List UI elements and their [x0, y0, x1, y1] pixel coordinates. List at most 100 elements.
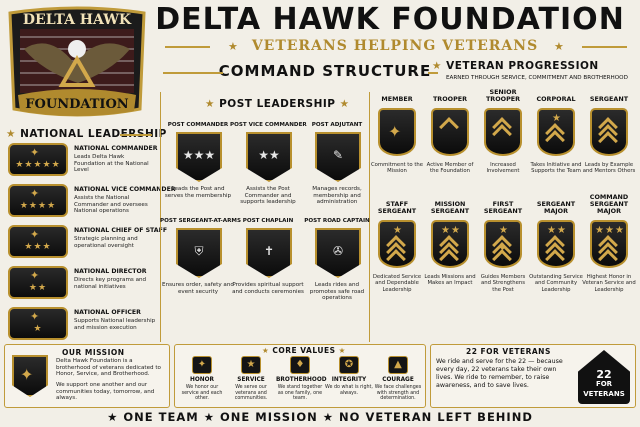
post-title: POST ADJUTANT [311, 122, 363, 128]
three-star-icon: ★★★ [182, 148, 216, 162]
star-icon: ★★★★★ [15, 160, 61, 170]
national-leadership-heading: ★ NATIONAL LEADERSHIP [6, 128, 167, 140]
star-icon: ★ [552, 113, 561, 124]
star-icon: ★★★ [24, 242, 52, 252]
rank-insignia [590, 108, 628, 156]
value-title: SERVICE [237, 377, 265, 383]
post-title: POST ROAD CAPTAIN [304, 218, 370, 224]
post-title: POST COMMANDER [167, 122, 229, 128]
rule [163, 72, 223, 74]
value-title: HONOR [189, 377, 215, 383]
eagle-logo-icon [8, 6, 146, 117]
core-values-heading: ★ CORE VALUES ★ [262, 346, 346, 355]
post-title: POST VICE COMMANDER [230, 122, 307, 128]
value-title: INTEGRITY [331, 377, 367, 383]
post-desc: Ensures order, safety and event security [162, 282, 234, 295]
star-icon: ★ [615, 225, 624, 236]
national-rank-title: NATIONAL DIRECTOR [74, 268, 147, 275]
badge-word: VETERANS [583, 390, 625, 398]
badge-for: FOR [595, 380, 613, 388]
rank-badge: ✦★★★★★ [8, 143, 68, 176]
shield-icon: ⛨ [194, 244, 204, 258]
eagle-icon: ✦ [20, 365, 34, 384]
rank-desc: Guides Members and Strengthens the Post [480, 274, 526, 293]
eagle-icon: ✦ [30, 310, 40, 323]
rank-badge: ✦★★ [8, 266, 68, 299]
national-rank-desc: Supports National leadership and mission… [74, 318, 156, 331]
mission-text-2: We support one another and our communiti… [56, 382, 155, 402]
post-desc: Leads the Post and serves the membership [164, 186, 232, 199]
badge-number: 22 [596, 368, 612, 381]
core-values-box [174, 344, 426, 408]
rank-title: MEMBER [381, 95, 413, 103]
star-icon: ★ [499, 225, 508, 236]
star-icon: ★ [33, 324, 43, 334]
rank-title: TROOPER [432, 95, 468, 103]
rule [428, 72, 438, 74]
logo-bottom-text: FOUNDATION [25, 97, 129, 112]
rank-title: SERGEANT [589, 95, 629, 103]
rank-desc: Increased Involvement [486, 162, 520, 175]
star-icon: ★ [595, 225, 604, 236]
title-rule-right [582, 46, 627, 48]
star-icon: ★ [554, 40, 564, 53]
post-leadership-panel [160, 92, 370, 342]
value-desc: We face challenges with strength and det… [374, 385, 422, 402]
rank-insignia: ★◆ [484, 220, 522, 269]
national-rank-desc: Strategic planning and operational overs… [74, 236, 138, 249]
eagle-icon: ✦ [192, 356, 212, 374]
star-icon: ★ [339, 98, 350, 110]
eagle-icon: ✦ [388, 122, 402, 141]
rank-insignia: ★★ [537, 220, 575, 269]
page-subtitle: VETERANS HELPING VETERANS [251, 38, 539, 54]
post-heading-text: POST LEADERSHIP [219, 98, 336, 110]
scroll-quill-icon: ✎ [332, 148, 344, 162]
rank-insignia: ★ [378, 220, 416, 269]
logo-top-text: DELTA HAWK [22, 12, 132, 28]
national-rank-desc: Directs key programs and national initia… [74, 277, 147, 290]
title-rule-left [165, 46, 210, 48]
mission-text: Delta Hawk Foundation is a brotherhood o… [56, 358, 161, 378]
value-title: BROTHERHOOD [276, 377, 327, 383]
progression-heading-text: VETERAN PROGRESSION [446, 60, 599, 72]
star-icon: ★ [228, 40, 238, 53]
mission-heading: OUR MISSION [62, 348, 125, 357]
star-icon: ★★★★ [19, 201, 57, 211]
chevron-icon [439, 117, 459, 137]
medal-icon: ✪ [339, 356, 359, 374]
twenty-two-heading: 22 FOR VETERANS [466, 347, 551, 356]
star-icon: ★ [205, 98, 215, 110]
command-structure-heading: COMMAND STRUCTURE [218, 62, 432, 80]
star-icon: ★ [557, 225, 566, 236]
rank-badge: ✦★ [8, 307, 68, 340]
national-rank-title: NATIONAL CHIEF OF STAFF [74, 227, 168, 234]
value-desc: We do what is right, always. [325, 385, 373, 396]
eagle-icon: ✦ [30, 228, 40, 241]
winged-wheel-icon: ✇ [332, 244, 344, 258]
rank-insignia: ★★ [431, 220, 469, 269]
cross-icon: ✝ [263, 244, 275, 258]
rank-insignia: ✦ [378, 108, 416, 156]
rank-title: CORPORAL [536, 95, 576, 103]
page-title: DELTA HAWK FOUNDATION [155, 2, 625, 37]
rank-badge: ✦★★★ [8, 225, 68, 258]
rank-desc: Outstanding Service and Community Leader… [529, 274, 583, 293]
rank-desc: Leads Missions and Makes an Impact [424, 274, 476, 287]
core-values-heading-text: CORE VALUES [272, 346, 336, 355]
post-desc: Assists the Post Commander and supports … [240, 186, 296, 206]
national-heading-text: NATIONAL LEADERSHIP [20, 128, 167, 140]
rank-title: MISSION SERGEANT [430, 200, 470, 216]
star-icon: ★ [451, 225, 460, 236]
post-title: POST CHAPLAIN [242, 218, 294, 224]
rank-title: SENIOR TROOPER [485, 88, 521, 104]
rank-desc: Dedicated Service and Dependable Leaders… [372, 274, 422, 293]
star-icon: ★ [6, 128, 16, 140]
veteran-progression-heading: ★ VETERAN PROGRESSION [432, 60, 599, 72]
eagle-icon: ✦ [30, 146, 40, 159]
eagle-icon: ✦ [30, 269, 40, 282]
national-rank-desc: Assists the National Commander and overs… [74, 195, 148, 215]
post-leadership-heading: ★ POST LEADERSHIP ★ [205, 98, 350, 110]
rank-insignia [431, 108, 469, 156]
rank-insignia: ★★★ [590, 220, 628, 269]
national-rank-desc: Leads Delta Hawk Foundation at the Natio… [74, 154, 149, 174]
